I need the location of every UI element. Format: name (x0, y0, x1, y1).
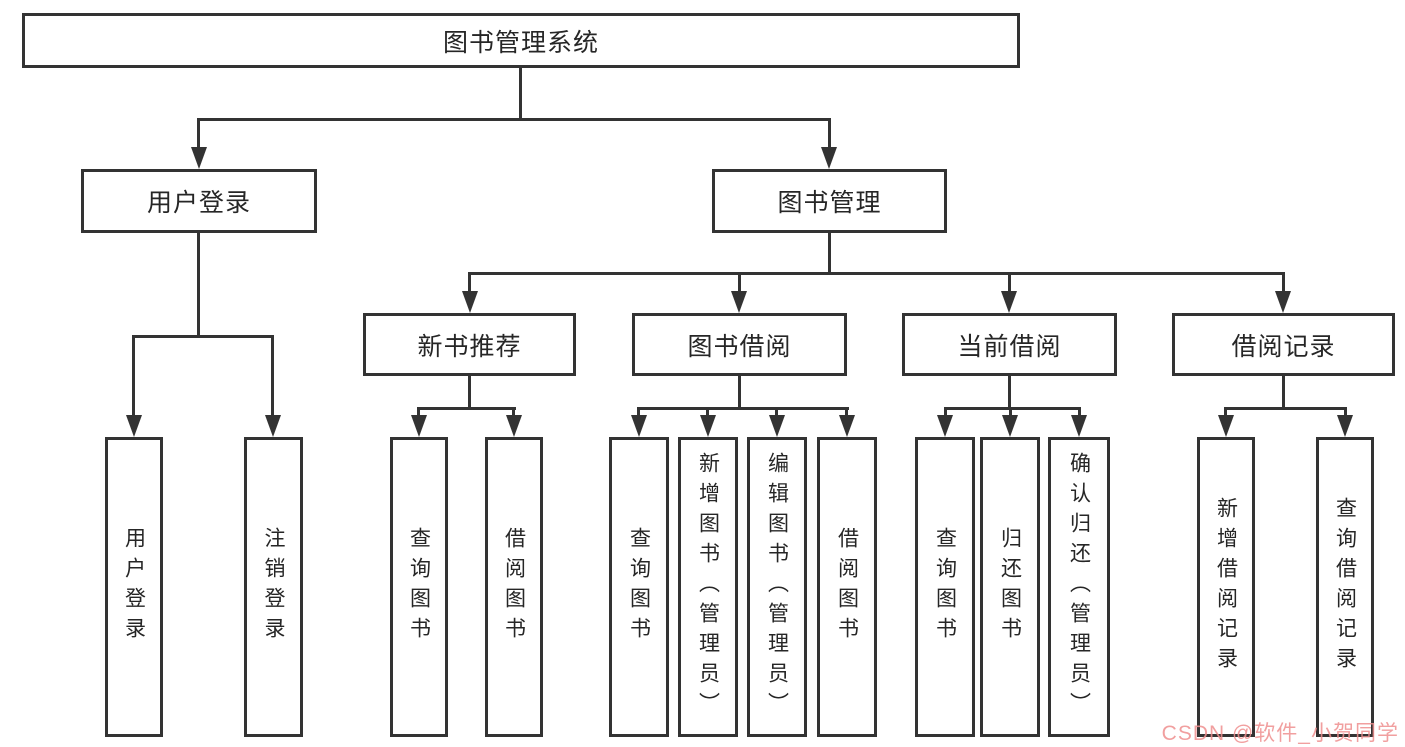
node-book-mgmt-label: 图书管理 (777, 189, 882, 217)
node-leaf-br-query-label: 查询借阅记录 (1333, 497, 1357, 677)
arrow-down-icon (506, 415, 522, 437)
node-book-borrow-label: 图书借阅 (687, 332, 792, 361)
arrow-down-icon (631, 415, 647, 437)
node-current-borrow: 当前借阅 (902, 313, 1117, 376)
node-leaf-logout: 注销登录 (244, 437, 303, 737)
connector-leaf (1078, 407, 1081, 421)
arrow-down-icon (462, 291, 478, 313)
arrow-down-icon (1002, 415, 1018, 437)
connector-borrow-record-split (1224, 407, 1347, 410)
connector-borrow-record-stem (1282, 376, 1285, 409)
connector-current-borrow-split (944, 407, 1081, 410)
connector-user-login-stem-top (197, 118, 200, 150)
arrow-down-icon (731, 291, 747, 313)
connector-leaf (512, 407, 515, 421)
node-leaf-user-login-label: 用户登录 (122, 527, 146, 647)
connector-leaf (1009, 407, 1012, 421)
node-leaf-bb-query-label: 查询图书 (627, 527, 651, 647)
arrow-down-icon (411, 415, 427, 437)
connector-leaf (417, 407, 420, 421)
node-leaf-nbr-borrow: 借阅图书 (485, 437, 543, 737)
node-leaf-bb-query: 查询图书 (609, 437, 669, 737)
node-user-login: 用户登录 (81, 169, 317, 233)
node-new-book-rec: 新书推荐 (363, 313, 576, 376)
node-leaf-cb-return: 归还图书 (980, 437, 1040, 737)
arrow-down-icon (769, 415, 785, 437)
node-borrow-record: 借阅记录 (1172, 313, 1395, 376)
node-leaf-bb-borrow: 借阅图书 (817, 437, 877, 737)
connector-borrow-record-stem-top (1282, 272, 1285, 296)
node-leaf-cb-confirm: 确认归还（管理员） (1048, 437, 1110, 737)
connector-leaf (1224, 407, 1227, 421)
connector-leaf (706, 407, 709, 421)
connector-new-book-stem (468, 376, 471, 409)
arrow-down-icon (1275, 291, 1291, 313)
node-leaf-bb-edit: 编辑图书（管理员） (747, 437, 807, 737)
connector-leaf (775, 407, 778, 421)
node-leaf-user-login: 用户登录 (105, 437, 163, 737)
node-leaf-bb-add: 新增图书（管理员） (678, 437, 738, 737)
node-leaf-cb-query: 查询图书 (915, 437, 975, 737)
arrow-down-icon (1001, 291, 1017, 313)
connector-level3-split (468, 272, 1285, 275)
connector-book-borrow-stem-top (738, 272, 741, 296)
node-root-label: 图书管理系统 (442, 28, 599, 57)
node-leaf-cb-confirm-label: 确认归还（管理员） (1067, 452, 1091, 722)
node-leaf-bb-borrow-label: 借阅图书 (835, 527, 859, 647)
node-leaf-cb-return-label: 归还图书 (998, 527, 1022, 647)
connector-leaf-user-login (132, 335, 135, 419)
connector-user-login-stem (197, 233, 200, 336)
csdn-watermark: CSDN @软件_小贺同学 (1161, 721, 1399, 745)
arrow-down-icon (1218, 415, 1234, 437)
connector-level1-split (197, 118, 831, 121)
node-leaf-nbr-query-label: 查询图书 (407, 527, 431, 647)
node-book-borrow: 图书借阅 (632, 313, 847, 376)
node-leaf-br-query: 查询借阅记录 (1316, 437, 1374, 737)
node-current-borrow-label: 当前借阅 (957, 332, 1062, 361)
connector-new-book-split (417, 407, 516, 410)
node-leaf-nbr-borrow-label: 借阅图书 (502, 527, 526, 647)
node-borrow-record-label: 借阅记录 (1231, 332, 1336, 361)
connector-current-borrow-stem (1008, 376, 1011, 409)
connector-leaf-logout (271, 335, 274, 419)
connector-book-mgmt-stem-top (828, 118, 831, 150)
connector-current-borrow-stem-top (1008, 272, 1011, 296)
connector-user-login-split (132, 335, 274, 338)
connector-book-borrow-stem (738, 376, 741, 409)
node-root: 图书管理系统 (22, 13, 1020, 68)
arrow-down-icon (821, 147, 837, 169)
node-leaf-br-add-label: 新增借阅记录 (1214, 497, 1238, 677)
connector-leaf (637, 407, 640, 421)
arrow-down-icon (1337, 415, 1353, 437)
connector-leaf (845, 407, 848, 421)
connector-book-mgmt-stem (828, 233, 831, 274)
arrow-down-icon (265, 415, 281, 437)
node-user-login-label: 用户登录 (146, 189, 251, 217)
arrow-down-icon (126, 415, 142, 437)
node-leaf-cb-query-label: 查询图书 (933, 527, 957, 647)
node-leaf-br-add: 新增借阅记录 (1197, 437, 1255, 737)
arrow-down-icon (700, 415, 716, 437)
connector-root-stem (519, 68, 522, 119)
node-book-mgmt: 图书管理 (712, 169, 947, 233)
arrow-down-icon (839, 415, 855, 437)
connector-new-book-stem-top (468, 272, 471, 296)
node-leaf-nbr-query: 查询图书 (390, 437, 448, 737)
connector-leaf (1344, 407, 1347, 421)
connector-book-borrow-split (637, 407, 849, 410)
node-new-book-rec-label: 新书推荐 (417, 332, 522, 361)
connector-leaf (944, 407, 947, 421)
node-leaf-logout-label: 注销登录 (262, 527, 285, 647)
arrow-down-icon (937, 415, 953, 437)
arrow-down-icon (1071, 415, 1087, 437)
node-leaf-bb-add-label: 新增图书（管理员） (696, 452, 720, 722)
arrow-down-icon (191, 147, 207, 169)
node-leaf-bb-edit-label: 编辑图书（管理员） (765, 452, 789, 722)
